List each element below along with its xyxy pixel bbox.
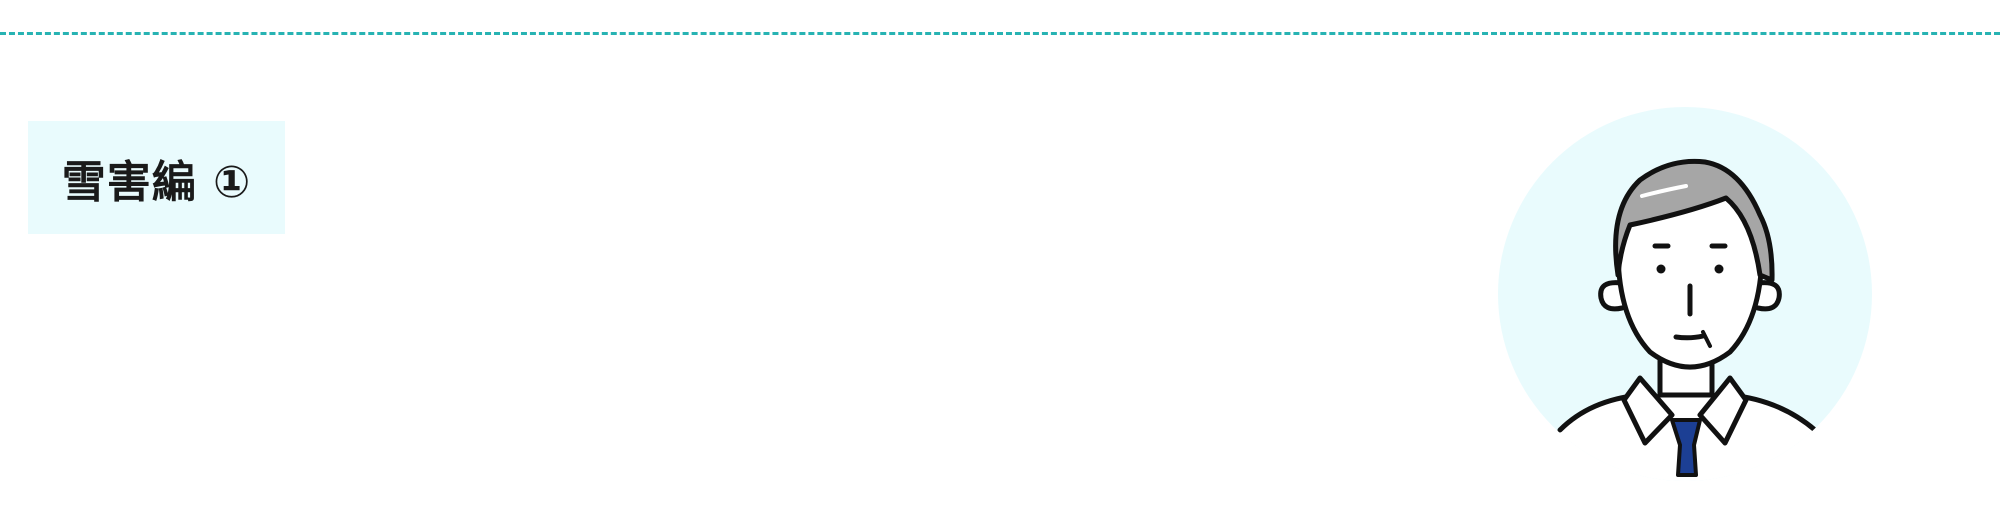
- section-title: 雪害編 ①: [61, 156, 252, 208]
- dashed-divider: [0, 32, 2000, 35]
- eye-left: [1656, 264, 1666, 274]
- tie-icon: [1670, 418, 1702, 477]
- section-title-box: 雪害編 ①: [28, 121, 285, 234]
- collar-right: [1697, 375, 1749, 446]
- businessman-avatar-icon: [1490, 100, 1880, 490]
- ear-right: [1755, 280, 1782, 312]
- collar-left: [1621, 375, 1675, 446]
- ear-left: [1598, 280, 1625, 312]
- eye-right: [1714, 264, 1724, 274]
- mouth: [1673, 333, 1706, 341]
